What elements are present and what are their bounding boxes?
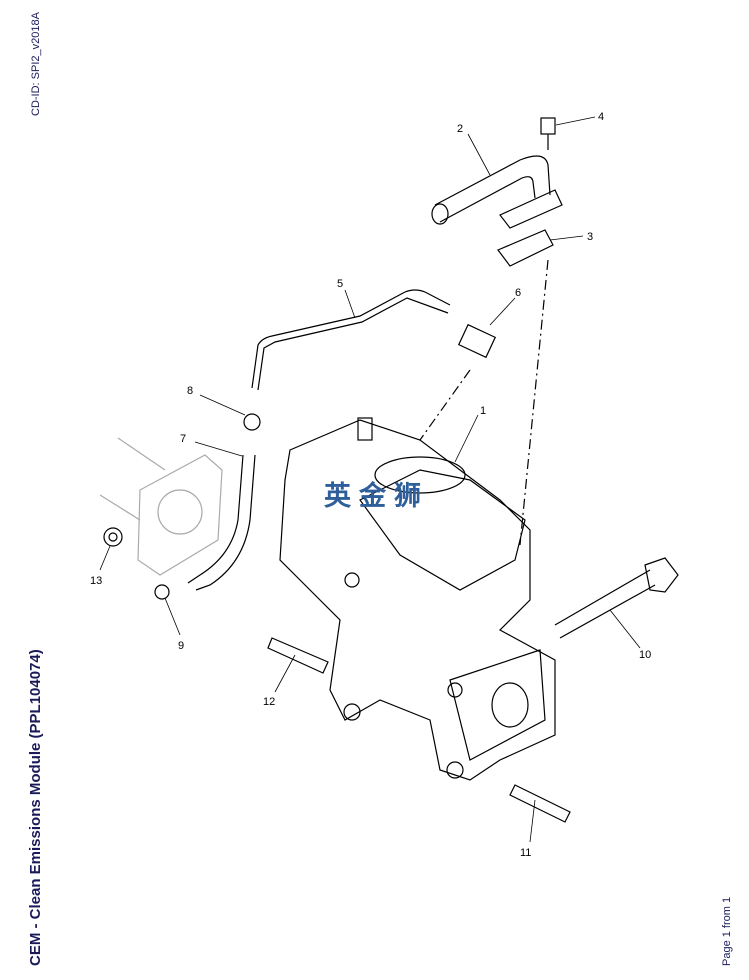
callout-7: 7 [180,433,186,445]
callout-3: 3 [587,231,593,243]
part-8-clip [243,413,261,431]
callout-11: 11 [520,847,531,859]
callout-5: 5 [337,278,343,290]
part-10-bolt [554,557,679,639]
leader-lines [99,116,641,843]
callout-8: 8 [187,385,193,397]
gasket-ghost [99,437,223,576]
part-4-bolt [540,117,556,135]
callout-13: 13 [90,575,102,587]
part-9-clip [154,584,170,600]
part-2-pipe [431,155,563,229]
part-12-stud [267,637,329,674]
callout-labels: 1 2 3 4 5 6 7 8 9 10 11 12 13 [90,111,651,859]
part-11-stud [509,784,571,823]
watermark: 英金狮 [324,481,429,512]
callout-4: 4 [598,111,604,123]
part-6-fitting [457,323,497,359]
callout-9: 9 [178,640,184,652]
callout-1: 1 [480,405,486,417]
callout-6: 6 [515,287,521,299]
part-5-tube [251,289,451,389]
part-1-cem-body [279,417,556,781]
callout-10: 10 [639,649,651,661]
part-7-hose [187,454,244,584]
callout-2: 2 [457,123,463,135]
part-13-nut [103,527,123,547]
callout-12: 12 [263,696,275,708]
part-3-gasket [497,229,554,267]
